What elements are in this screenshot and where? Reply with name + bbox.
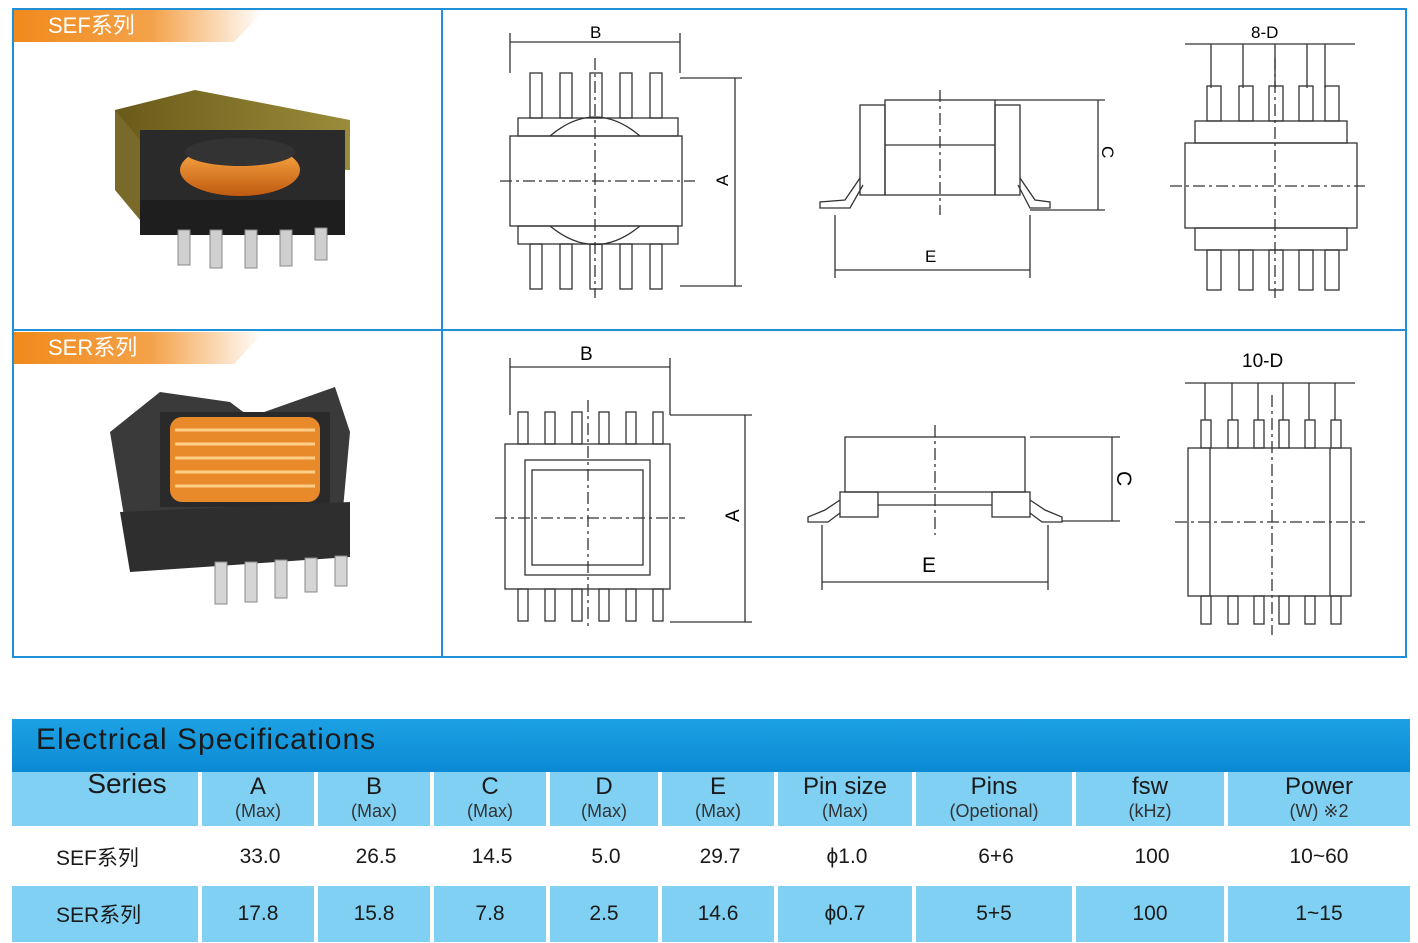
series-tag-sef: SEF系列: [14, 10, 264, 42]
spec-table-header: Series A(Max) B(Max) C(Max) D(Max) E(Max…: [12, 770, 1410, 826]
row-series: SER系列: [12, 886, 202, 942]
panel-column-divider: [441, 8, 443, 658]
ser-dim-a: A: [723, 509, 744, 522]
panel-divider: [12, 329, 1407, 331]
drawing-panel-frame: [12, 8, 1407, 658]
sef-dim-e: E: [925, 247, 936, 266]
cell-c: 14.5: [434, 828, 550, 886]
col-pins: Pins(Opetional): [916, 772, 1076, 826]
cell-pin-size: ϕ0.7: [778, 886, 916, 942]
col-d: D(Max): [550, 772, 662, 826]
cell-power: 10~60: [1228, 828, 1410, 886]
col-pin-size: Pin size(Max): [778, 772, 916, 826]
ser-product-photo: [110, 387, 350, 605]
sef-dim-c: C: [1098, 146, 1115, 158]
sef-pin-view-drawing: 8-D: [1170, 23, 1365, 298]
cell-a: 17.8: [202, 886, 318, 942]
sef-dim-b: B: [590, 23, 601, 42]
cell-e: 14.6: [662, 886, 778, 942]
table-row: SER系列 17.8 15.8 7.8 2.5 14.6 ϕ0.7 5+5 10…: [12, 886, 1410, 942]
cell-c: 7.8: [434, 886, 550, 942]
ser-dim-b: B: [580, 344, 593, 365]
col-series: Series: [12, 770, 202, 826]
cell-d: 2.5: [550, 886, 662, 942]
cell-power: 1~15: [1228, 886, 1410, 942]
col-power: Power(W) ※2: [1228, 772, 1410, 826]
sef-front-view-drawing: B A: [500, 23, 742, 298]
sef-product-photo: [115, 90, 350, 269]
cell-fsw: 100: [1076, 886, 1228, 942]
cell-b: 26.5: [318, 828, 434, 886]
ser-front-view-drawing: B A: [495, 344, 752, 630]
cell-d: 5.0: [550, 828, 662, 886]
spec-title: Electrical Specifications: [36, 723, 377, 756]
ser-pin-view-drawing: 10-D: [1175, 351, 1365, 635]
sef-dim-d: 8-D: [1251, 23, 1278, 42]
cell-e: 29.7: [662, 828, 778, 886]
row-series: SEF系列: [12, 828, 202, 886]
col-e: E(Max): [662, 772, 778, 826]
cell-b: 15.8: [318, 886, 434, 942]
col-b: B(Max): [318, 772, 434, 826]
ser-dim-c: C: [1112, 471, 1135, 486]
ser-dim-d: 10-D: [1242, 351, 1283, 372]
spec-header-bar: Electrical Specifications: [12, 719, 1410, 772]
cell-a: 33.0: [202, 828, 318, 886]
series-tag-ser: SER系列: [14, 332, 264, 364]
cell-pin-size: ϕ1.0: [778, 828, 916, 886]
cell-fsw: 100: [1076, 828, 1228, 886]
sef-side-view-drawing: E C: [819, 90, 1115, 278]
table-row: SEF系列 33.0 26.5 14.5 5.0 29.7 ϕ1.0 6+6 1…: [12, 828, 1410, 886]
col-c: C(Max): [434, 772, 550, 826]
cell-pins: 6+6: [916, 828, 1076, 886]
sef-dim-a: A: [713, 174, 732, 186]
ser-side-view-drawing: E C: [807, 425, 1135, 590]
col-fsw: fsw(kHz): [1076, 772, 1228, 826]
col-a: A(Max): [202, 772, 318, 826]
cell-pins: 5+5: [916, 886, 1076, 942]
ser-dim-e: E: [922, 554, 936, 577]
